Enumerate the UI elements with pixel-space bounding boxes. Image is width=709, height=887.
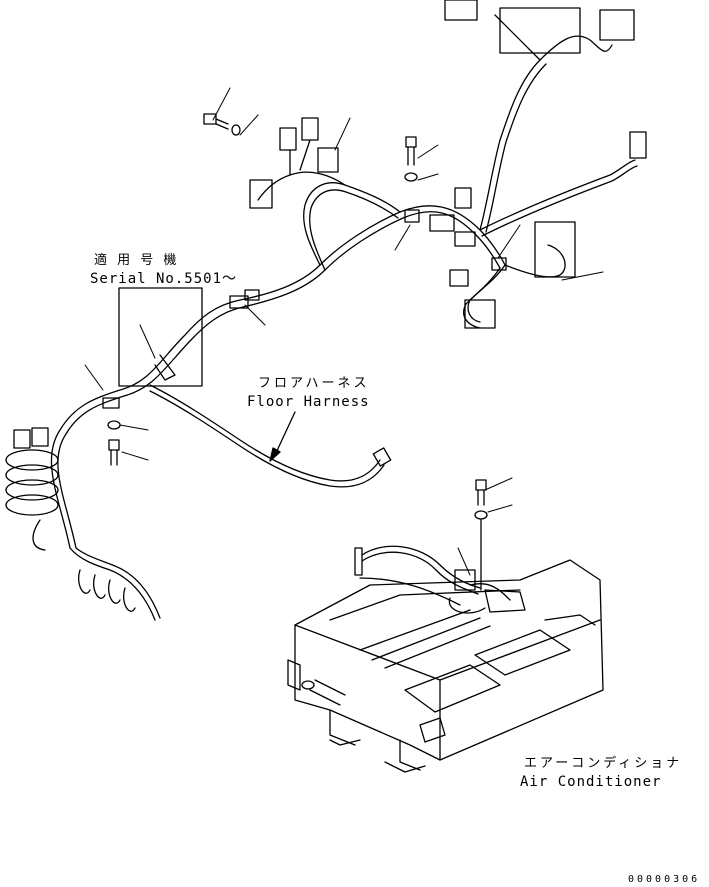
floor-harness-en: Floor Harness [247,394,370,410]
right-branch [463,244,566,329]
upper-trunk [479,14,638,237]
left-coiled-bundle [5,427,161,621]
air-conditioner-unit [287,545,604,773]
serial-clamp [154,354,176,381]
floor-harness-trunk [50,205,506,549]
floor-harness-arrow [269,411,296,462]
air-conditioner-en: Air Conditioner [520,774,662,790]
upper-left-branch [257,139,401,271]
callout-leaders [84,87,604,576]
serial-note-jp: 適 用 号 機 [94,253,180,268]
connectors [249,0,647,329]
air-conditioner-jp: エアーコンディショナ [524,756,683,771]
harness-clamps [102,209,507,409]
figure-code: 00000306 [628,874,701,885]
serial-range-box [118,287,203,387]
bolts-washers [107,113,488,591]
serial-note-en: Serial No.5501～ [90,271,238,287]
floor-harness-jp: フロアハーネス [258,376,370,391]
floor-harness-tail [149,384,392,488]
